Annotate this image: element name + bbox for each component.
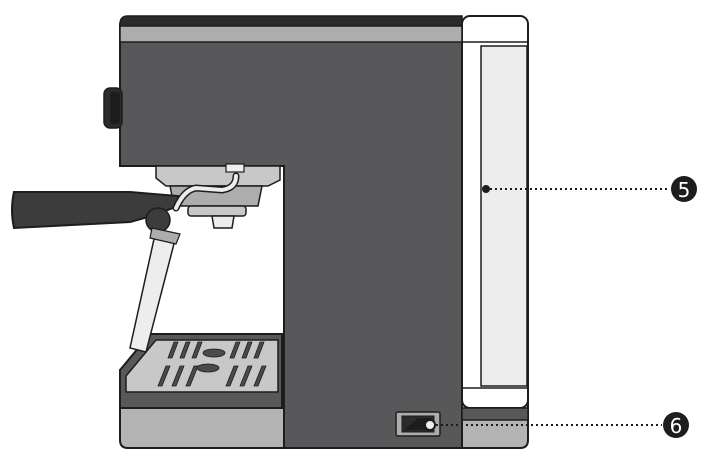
callout-6-badge (663, 412, 689, 438)
drip-tray-grill (157, 341, 267, 387)
callout-5-anchor-dot (482, 185, 490, 193)
callout-5-badge (671, 176, 697, 202)
control-knob (103, 87, 123, 129)
callout-6-number: 6 (670, 414, 683, 438)
callout-5: 5 (482, 176, 697, 202)
steam-wand (129, 172, 240, 353)
water-tank (461, 15, 529, 409)
callout-6-anchor-dot (424, 419, 436, 431)
machine-body (119, 15, 529, 449)
drip-tray (119, 333, 283, 409)
callout-6: 6 (424, 412, 689, 438)
callout-5-number: 5 (678, 178, 691, 202)
